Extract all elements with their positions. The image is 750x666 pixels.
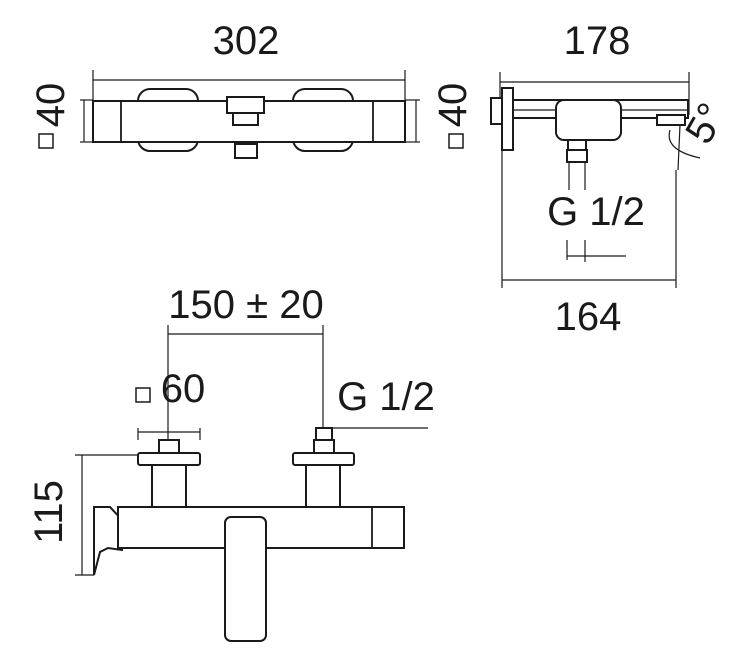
right-eccentric: [305, 464, 341, 508]
square-symbol: [135, 387, 151, 403]
wall-plate: [501, 87, 514, 151]
spout-outlet: [656, 114, 686, 126]
left-nut: [137, 452, 201, 466]
height-dimension: 115: [27, 480, 71, 544]
left-square-symbol: [38, 133, 54, 149]
left-side-dimension: 40: [29, 83, 73, 128]
top-width-dimension: 302: [213, 19, 280, 63]
right-side-dimension: 40: [431, 83, 475, 128]
side-depth-dimension: 178: [564, 19, 631, 63]
center-connector-top: [226, 96, 265, 114]
front-view: 150 ± 20 60 G 1/2 115: [27, 283, 435, 642]
lever-handle: [224, 516, 267, 642]
right-nut: [292, 452, 355, 466]
spacing-dimension: 150 ± 20: [168, 283, 323, 327]
left-eccentric: [151, 464, 187, 508]
right-square-symbol: [448, 133, 464, 149]
side-view: 178 5° G 1/2 164: [490, 19, 734, 339]
front-connection-label: G 1/2: [337, 375, 435, 419]
top-view: 302 40 40: [29, 19, 475, 159]
side-handle: [555, 99, 622, 141]
square-dimension: 60: [161, 367, 206, 411]
side-connection-label: G 1/2: [547, 190, 645, 234]
side-base-dimension: 164: [555, 295, 622, 339]
wall-flange-front: [93, 506, 123, 576]
